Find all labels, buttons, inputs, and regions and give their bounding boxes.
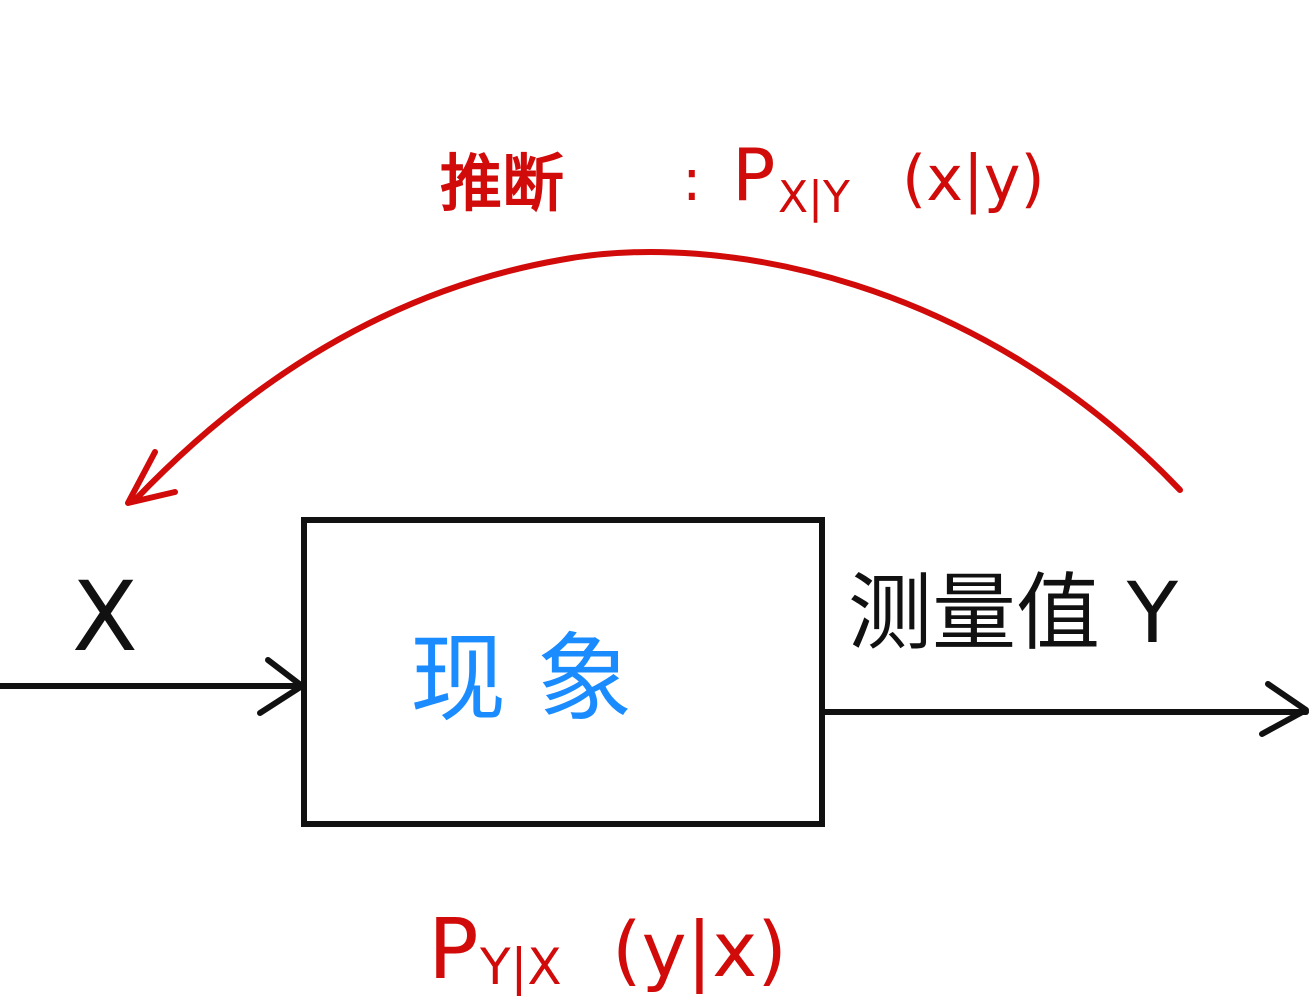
inference-colon: :	[682, 146, 702, 214]
likelihood-label: P Y|X (y|x)	[428, 900, 787, 998]
inference-prefix: 推断	[440, 147, 564, 220]
output-label: 测量值 Y	[848, 564, 1179, 662]
inference-args: (x|y)	[902, 142, 1045, 216]
likelihood-p: P	[428, 900, 479, 998]
inference-arc	[132, 249, 1183, 503]
likelihood-args: (y|x)	[612, 905, 787, 995]
phenomenon-label: 现 象	[410, 623, 633, 735]
input-label: X	[72, 561, 138, 673]
output-arrowhead	[1259, 681, 1309, 737]
inference-label: 推断 : P X|Y (x|y)	[440, 133, 1045, 223]
inference-p: P	[732, 133, 775, 217]
likelihood-subscript: Y|X	[479, 938, 562, 996]
phenomenon-box	[301, 517, 825, 827]
inference-arrowhead	[125, 449, 178, 506]
inference-subscript: X|Y	[778, 172, 850, 223]
